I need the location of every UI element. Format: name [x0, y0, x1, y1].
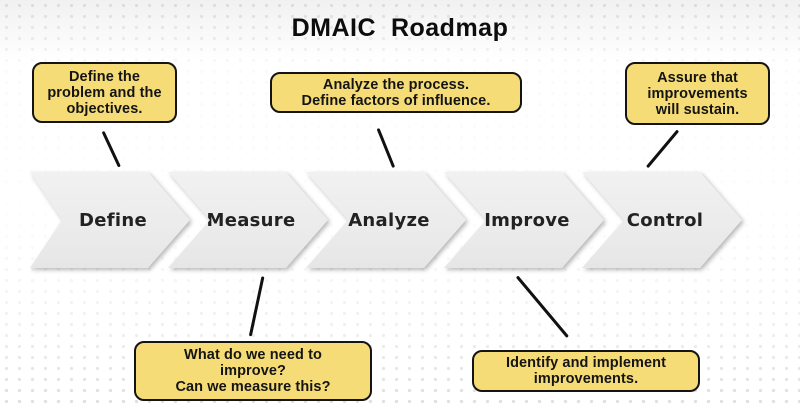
chevron-analyze-label: Analyze [348, 209, 430, 231]
callout-improve-line-1: Identify and implement [505, 355, 667, 371]
chevron-measure-label: Measure [206, 209, 296, 231]
callout-assure-line-3: will sustain. [655, 101, 740, 118]
callout-define: Define the problem and the objectives. [32, 62, 177, 123]
chevron-define-label: Define [79, 209, 147, 231]
callout-measure: What do we need to improve? Can we measu… [134, 341, 372, 401]
chevron-analyze: Analyze [306, 172, 466, 268]
callout-define-line-3: objectives. [66, 100, 143, 117]
callout-define-line-2: problem and the [47, 84, 162, 101]
callout-analyze-line-2: Define factors of influence. [301, 92, 491, 109]
callout-measure-line-3: Can we measure this? [175, 379, 331, 395]
chevron-control-shape: Control [582, 172, 742, 268]
callout-assure-line-1: Assure that [657, 69, 738, 86]
callout-improve: Identify and implement improvements. [472, 350, 700, 392]
chevron-improve: Improve [444, 172, 604, 268]
chevron-improve-shape: Improve [444, 172, 604, 268]
page-title: DMAIC Roadmap [291, 14, 509, 42]
callout-measure-line-2: improve? [219, 363, 287, 379]
callout-define-line-1: Define the [68, 68, 141, 85]
chevron-control: Control [582, 172, 742, 268]
callout-analyze-line-1: Analyze the process. [322, 76, 470, 93]
chevron-define-shape: Define [30, 172, 190, 268]
chevron-measure-shape: Measure [168, 172, 328, 268]
callout-improve-line-2: improvements. [533, 371, 639, 387]
chevron-control-label: Control [626, 209, 704, 231]
chevron-measure: Measure [168, 172, 328, 268]
chevron-define: Define [30, 172, 190, 268]
chevron-improve-label: Improve [484, 209, 570, 231]
callout-assure-line-2: improvements [647, 85, 748, 102]
chevron-analyze-shape: Analyze [306, 172, 466, 268]
callout-analyze: Analyze the process. Define factors of i… [270, 72, 522, 113]
callout-assure: Assure that improvements will sustain. [625, 62, 770, 125]
callout-measure-line-1: What do we need to [184, 347, 322, 363]
